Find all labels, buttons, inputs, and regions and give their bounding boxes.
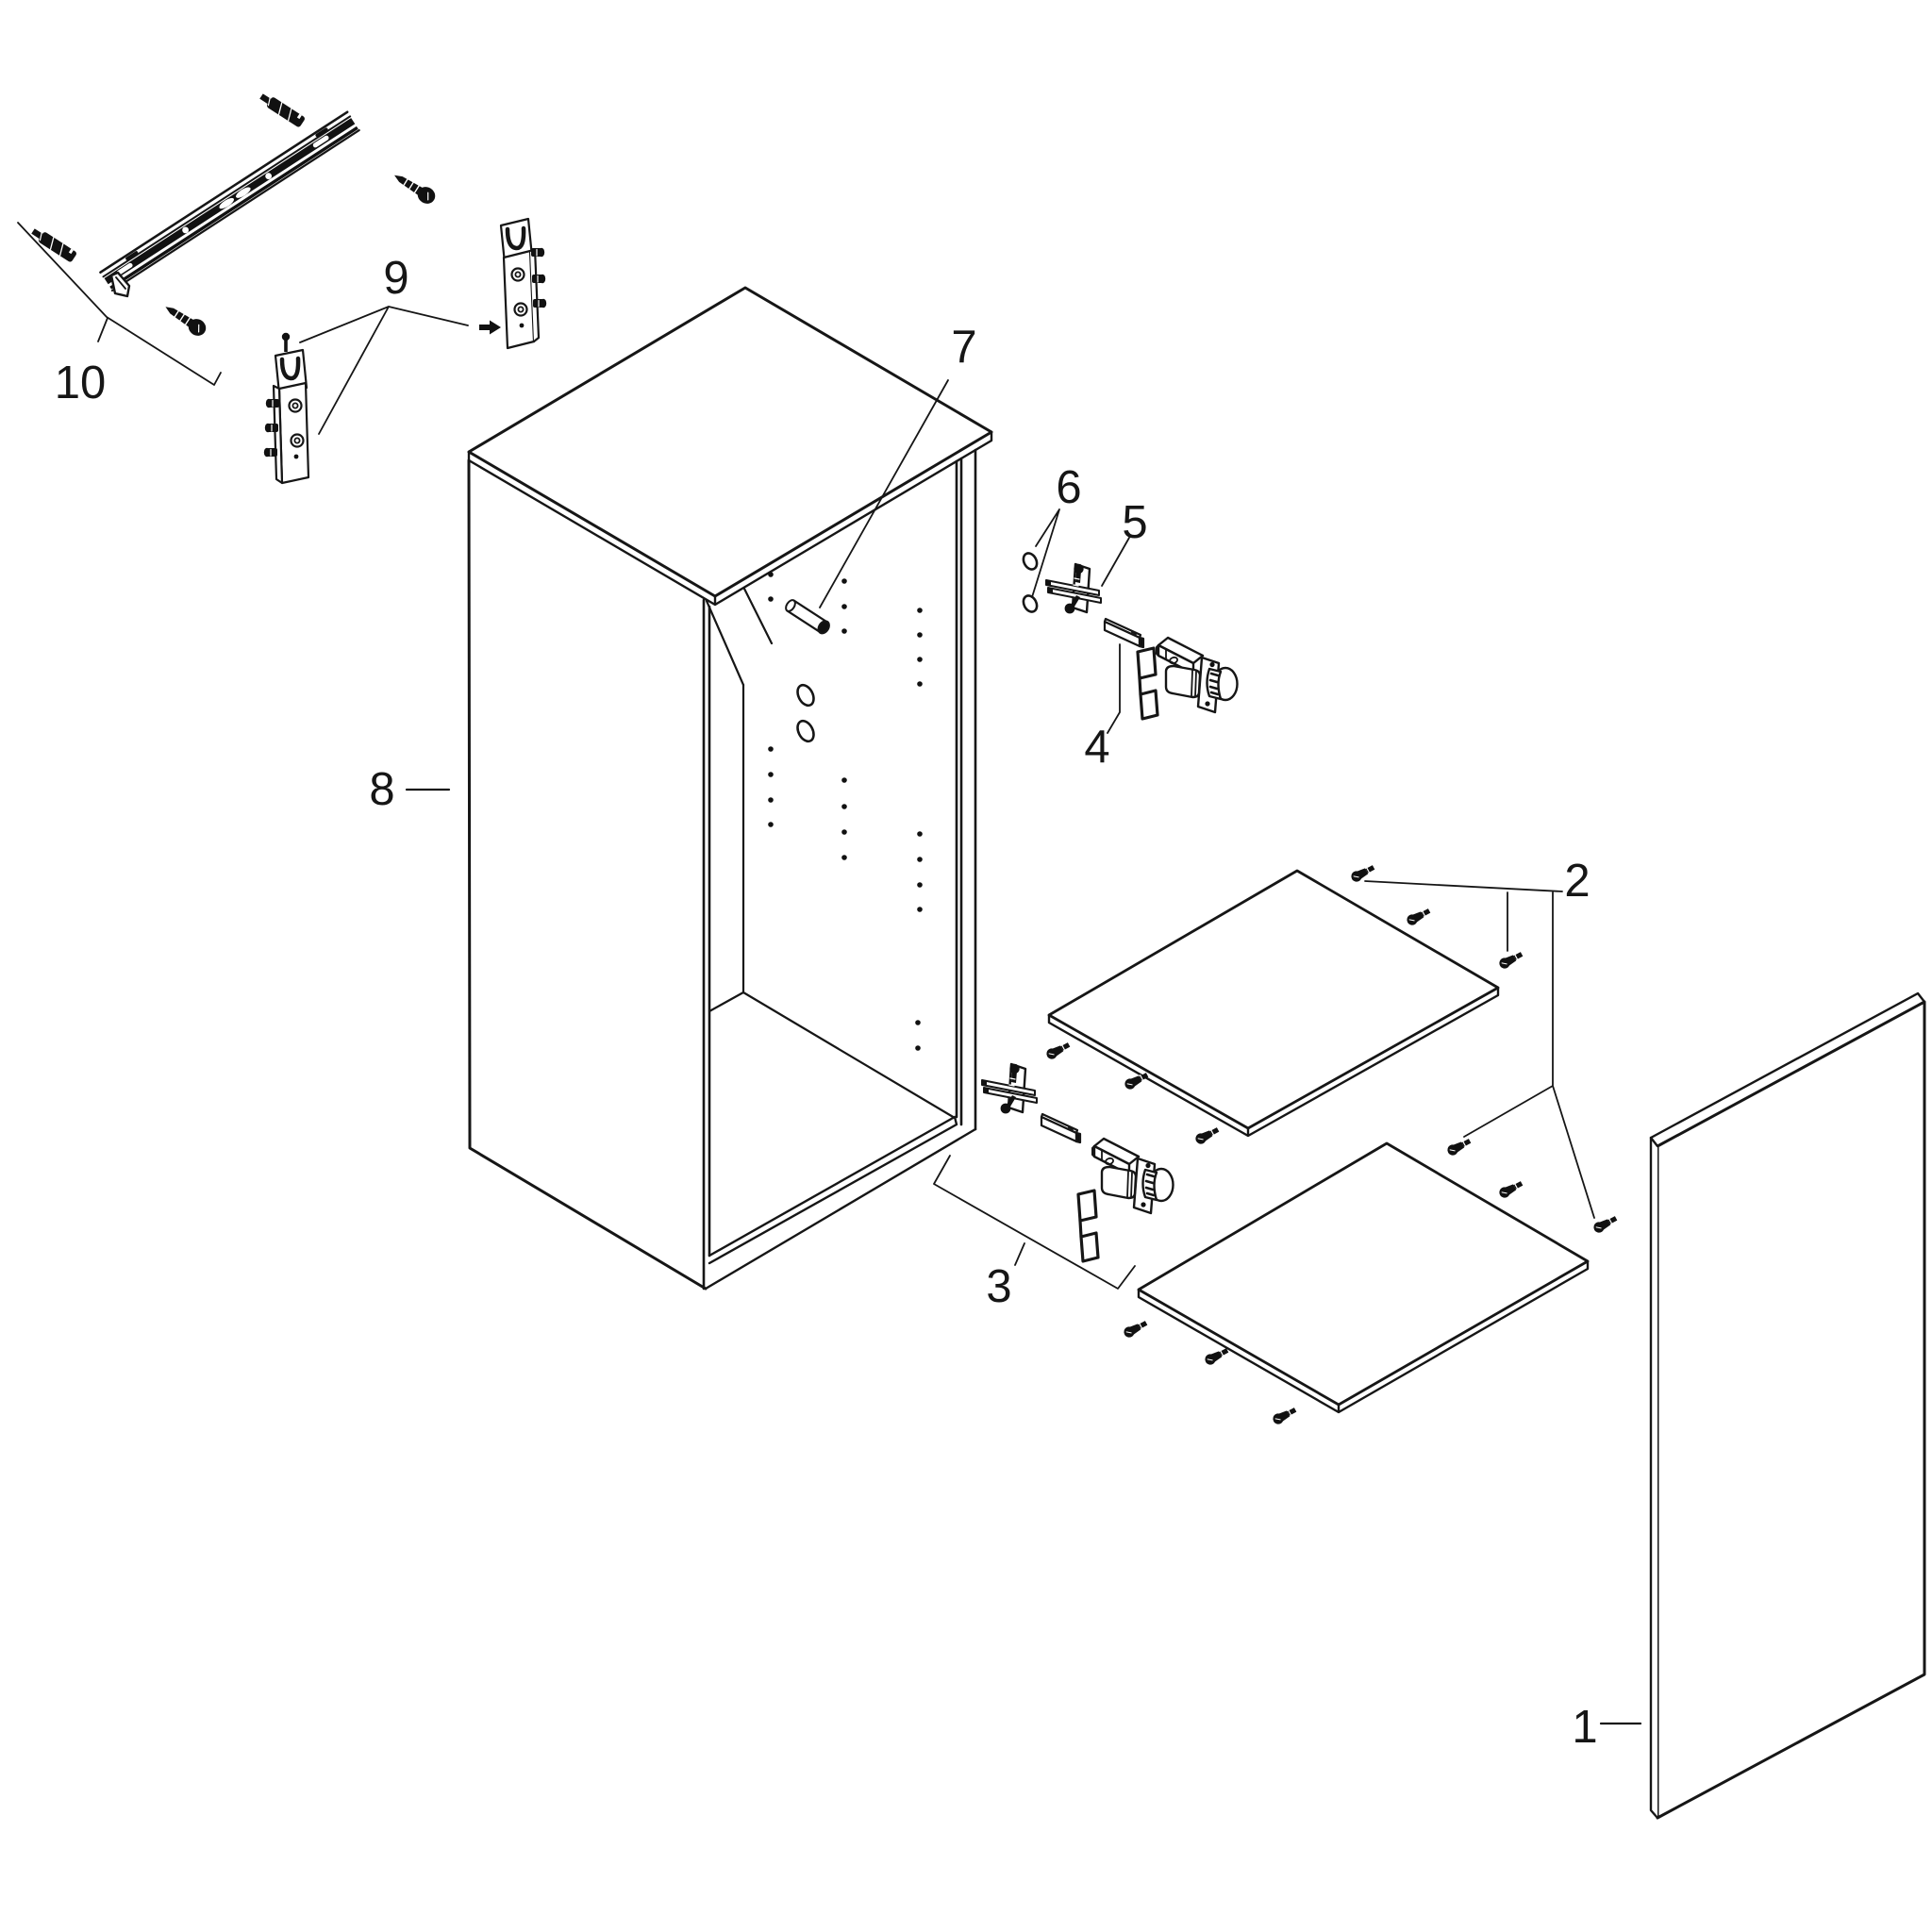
svg-text:6: 6: [1056, 462, 1081, 513]
svg-text:2: 2: [1564, 856, 1590, 907]
svg-text:3: 3: [986, 1261, 1011, 1312]
svg-text:4: 4: [1084, 722, 1109, 773]
svg-text:7: 7: [951, 322, 976, 373]
svg-text:9: 9: [383, 253, 408, 304]
svg-text:1: 1: [1572, 1702, 1597, 1753]
svg-text:5: 5: [1122, 497, 1147, 548]
svg-text:8: 8: [369, 764, 394, 815]
svg-text:10: 10: [55, 358, 107, 408]
